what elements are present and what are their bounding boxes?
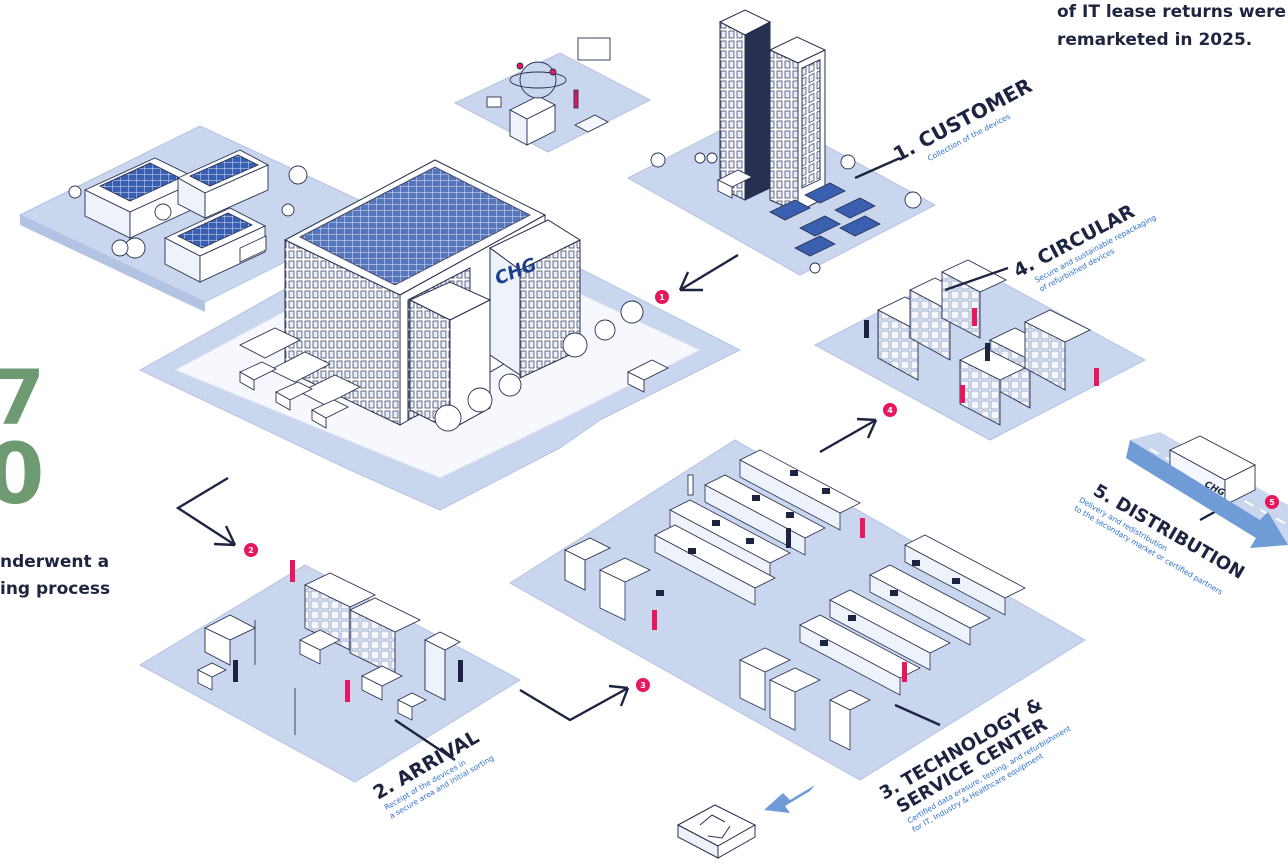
- circular-shelves: [876, 259, 1092, 426]
- tech-center-workers: [652, 474, 907, 682]
- arrival-forklift: [203, 614, 296, 735]
- badge-5: 5: [1265, 495, 1279, 509]
- solar-farm-platform-edge: [20, 215, 205, 312]
- recycle-arrow: [764, 785, 815, 813]
- tech-center-platform: [509, 439, 1086, 781]
- arrow-customer-to-hq: [678, 253, 739, 292]
- customer-desks: [769, 182, 881, 257]
- svg-text:2: 2: [248, 546, 254, 555]
- arrow-customer-label: [854, 156, 901, 180]
- tech-center-forklift: [563, 537, 612, 591]
- campus-trucks: [239, 359, 670, 429]
- svg-text:3: 3: [640, 681, 646, 690]
- arrow-tech-to-circular: [819, 417, 878, 454]
- arrival-racks: [303, 572, 461, 701]
- recycle-icon: [676, 804, 757, 859]
- svg-text:4: 4: [887, 406, 893, 415]
- svg-text:1: 1: [659, 293, 665, 302]
- badge-2: 2: [244, 543, 258, 557]
- arrow-tech-label: [894, 703, 941, 727]
- badge-3: 3: [636, 678, 650, 692]
- loading-docks: [238, 235, 362, 406]
- arrival-workers: [233, 560, 463, 702]
- customer-towers: [718, 9, 827, 213]
- badge-4: 4: [883, 403, 897, 417]
- tech-center-workstations: [654, 449, 1026, 696]
- campus-trees: [434, 300, 644, 432]
- circular-workers: [864, 308, 1099, 403]
- svg-text:5: 5: [1269, 498, 1275, 507]
- arrival-boxes: [197, 629, 427, 721]
- step1-title: 1. CUSTOMER: [889, 73, 1036, 166]
- stat-right-line1: of IT lease returns were: [1057, 2, 1287, 22]
- customer-van: [716, 169, 754, 199]
- badge-1: 1: [655, 290, 669, 304]
- tech-center-machines: [599, 557, 871, 751]
- solar-farm: [83, 149, 270, 283]
- planning-scene: [486, 37, 611, 146]
- arrow-arrival-to-tech: [519, 684, 630, 722]
- arrow-arrival-label: [394, 719, 456, 761]
- distribution-arrow: [1126, 440, 1288, 548]
- arrow-hq-to-arrival: [175, 476, 237, 547]
- customer-trees: [650, 152, 922, 274]
- trees-farm: [68, 165, 308, 259]
- flow-arrows: [175, 156, 1223, 761]
- stat-right-line2: remarketed in 2025.: [1057, 30, 1253, 50]
- planning-platform: [453, 52, 652, 153]
- tech-center-monitors: [656, 470, 960, 646]
- stat-left-digit2: 0: [0, 425, 45, 523]
- arrow-circular-label: [944, 266, 1009, 292]
- stat-left-line2: ing process: [0, 579, 111, 599]
- stat-left-digit1: 7: [0, 353, 45, 442]
- chg-headquarters: [283, 159, 582, 431]
- stat-left-line1: nderwent a: [0, 552, 110, 572]
